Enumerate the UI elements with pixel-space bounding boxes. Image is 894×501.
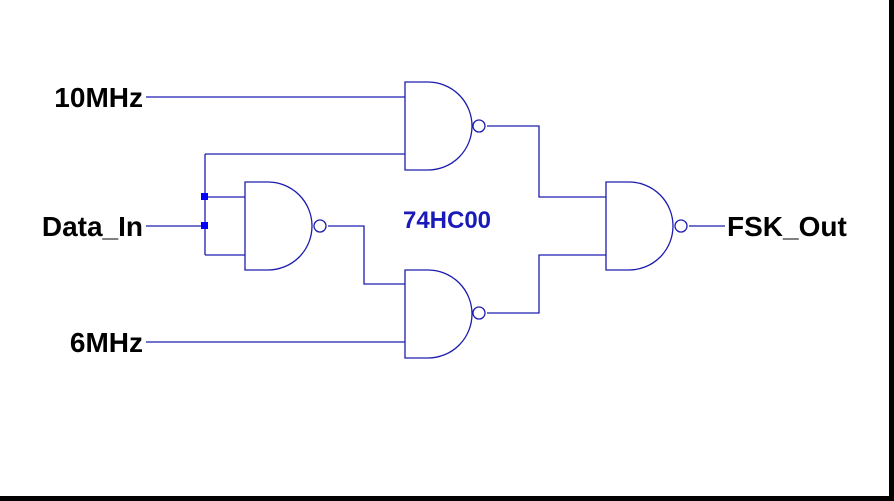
nand-gate-2-bubble	[313, 219, 327, 233]
input-label-6mhz: 6MHz	[70, 327, 143, 358]
input-label-10mhz: 10MHz	[54, 82, 143, 113]
nand-gate-3-body	[404, 269, 473, 359]
wire-gate3-out	[487, 254, 606, 314]
nand-gate-2-body	[244, 181, 313, 271]
output-label-fsk-out: FSK_Out	[727, 211, 847, 242]
nand-gate-1-body	[404, 81, 473, 171]
junctions	[201, 193, 208, 229]
input-wires	[146, 96, 405, 343]
nand-gate-2-inverter	[244, 181, 327, 271]
wire-gate1-out	[487, 125, 606, 198]
nand-gate-4-bubble	[674, 219, 688, 233]
nand-gate-4-body	[605, 181, 674, 271]
wire-inv-out	[328, 225, 405, 285]
nand-gate-3-bubble	[472, 306, 486, 320]
internal-wires	[328, 125, 725, 314]
frame-bottom-edge	[0, 496, 894, 501]
input-label-data-in: Data_In	[42, 211, 143, 242]
nand-gate-4	[605, 181, 688, 271]
nand-gate-3	[404, 269, 486, 359]
junction-dot	[201, 222, 208, 229]
nand-gate-1-bubble	[472, 119, 486, 133]
nand-gate-1	[404, 81, 486, 171]
frame-right-edge	[889, 0, 894, 501]
junction-dot	[201, 193, 208, 200]
chip-part-label: 74HC00	[403, 207, 491, 234]
